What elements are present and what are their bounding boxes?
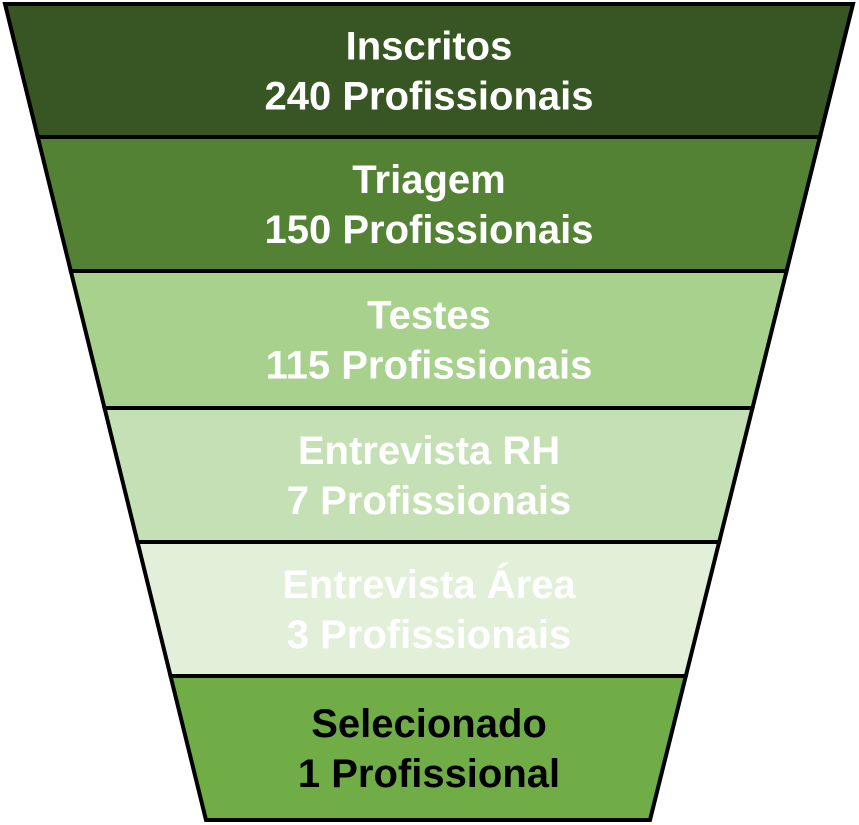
stage-value-2: 150 Profissionais	[264, 208, 593, 252]
stage-value-1: 240 Profissionais	[264, 75, 593, 119]
stage-value-5: 3 Profissionais	[287, 613, 572, 657]
stage-label-2: Triagem	[352, 158, 505, 202]
stage-label-5: Entrevista Área	[282, 562, 576, 607]
funnel-stage-6	[167, 674, 689, 822]
stage-label-3: Testes	[367, 294, 491, 338]
stage-label-6: Selecionado	[311, 702, 547, 746]
stage-value-3: 115 Profissionais	[266, 344, 593, 388]
stage-label-4: Entrevista RH	[298, 429, 560, 473]
stage-label-1: Inscritos	[346, 25, 513, 69]
stage-value-4: 7 Profissionais	[287, 479, 572, 523]
stage-value-6: 1 Profissional	[298, 752, 560, 796]
